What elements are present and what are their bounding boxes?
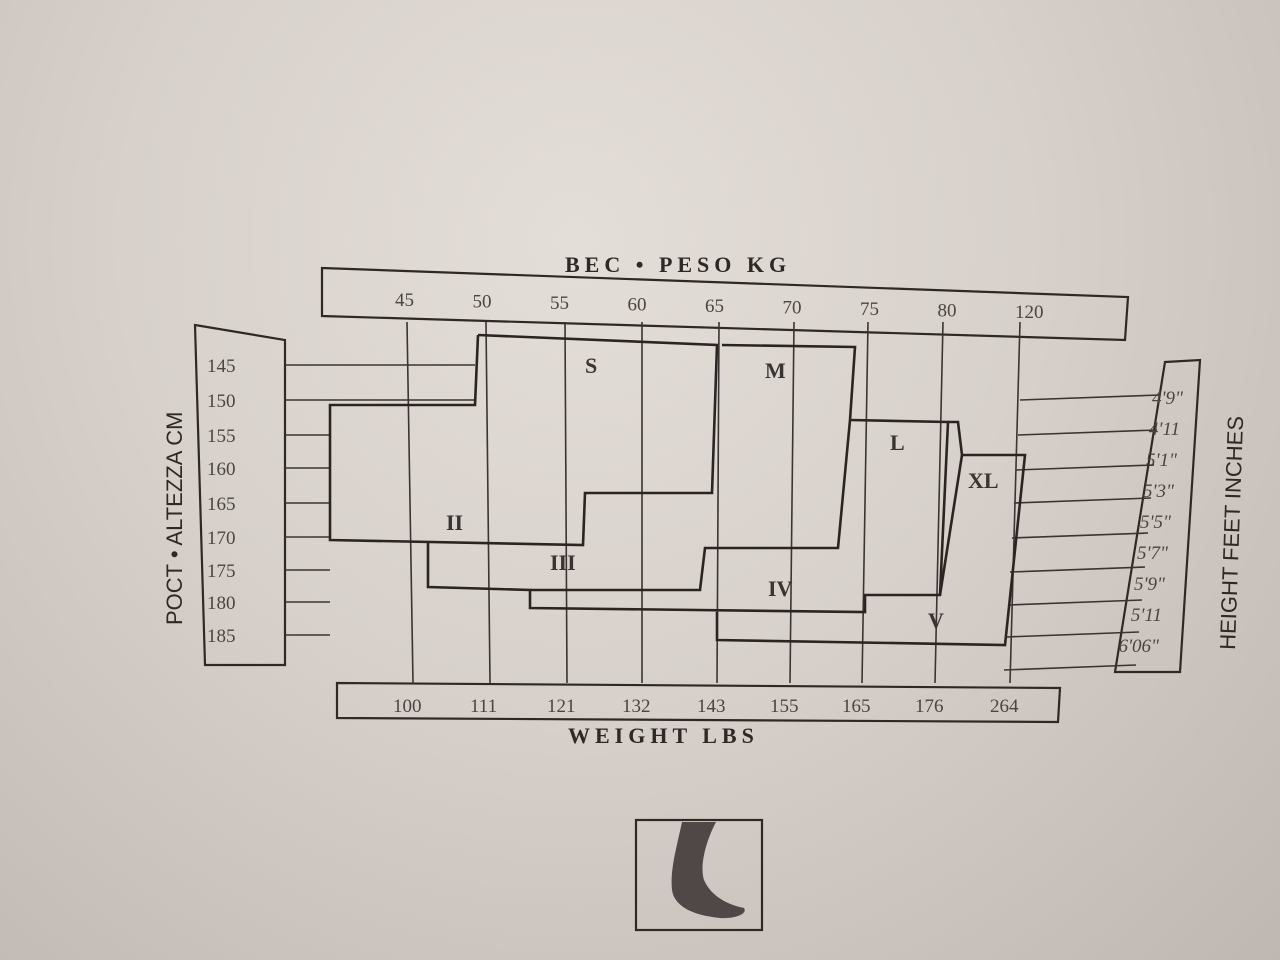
top-axis-box (320, 266, 1130, 342)
grid-row-right (1019, 394, 1161, 401)
grid-column (789, 321, 795, 684)
bottom-tick-label: 121 (547, 696, 576, 717)
top-tick-label: 75 (860, 299, 879, 320)
grid-row-right (1003, 664, 1137, 671)
leg-stocking-icon (634, 818, 764, 932)
top-tick-label: 60 (628, 295, 647, 316)
left-tick-label: 165 (207, 494, 236, 515)
left-tick-label: 175 (207, 561, 236, 582)
grid-column (485, 321, 491, 684)
left-axis-box (193, 323, 287, 667)
right-tick-label: 6'06" (1118, 636, 1160, 657)
right-tick-label: 5'3" (1143, 481, 1175, 502)
size-label-ii: II (446, 510, 463, 535)
top-tick-label: 55 (550, 293, 569, 314)
bottom-tick-label: 143 (697, 696, 726, 717)
size-label-l: L (890, 430, 905, 455)
bottom-tick-label: 132 (622, 696, 651, 717)
grid-column (1009, 321, 1021, 684)
bottom-tick-label: 111 (470, 696, 497, 717)
bottom-tick-label: 264 (990, 696, 1019, 717)
top-tick-label: 65 (705, 296, 724, 317)
right-tick-label: 5'1" (1146, 450, 1178, 471)
size-region-m (530, 343, 857, 592)
top-tick-label: 50 (473, 292, 492, 313)
grid-row-right (1013, 497, 1152, 504)
right-tick-label: 5'5" (1140, 512, 1172, 533)
grid-column (861, 321, 869, 684)
bottom-tick-label: 176 (915, 696, 944, 717)
left-tick-label: 150 (207, 391, 236, 412)
right-tick-label: 5'9" (1134, 574, 1166, 595)
size-region-s-ii (328, 333, 719, 547)
right-tick-label: 5'11 (1131, 605, 1162, 626)
left-tick-label: 145 (207, 356, 236, 377)
grid-row-right (1007, 599, 1143, 606)
size-label-s: S (585, 353, 597, 378)
size-label-v: V (928, 608, 944, 633)
size-label-m: M (765, 358, 786, 383)
top-tick-label: 70 (783, 298, 802, 319)
grid-lines (285, 321, 1161, 684)
right-tick-label: 4'9" (1152, 388, 1184, 409)
left-tick-label: 170 (207, 528, 236, 549)
left-tick-label: 155 (207, 426, 236, 447)
left-axis-title: POCT • ALTEZZA CM (162, 412, 187, 625)
size-label-iii: III (550, 550, 576, 575)
size-region-xl-edge (938, 454, 964, 596)
grid-row-right (1005, 631, 1140, 638)
bottom-tick-label: 100 (393, 696, 422, 717)
left-tick-label: 180 (207, 593, 236, 614)
bottom-tick-label: 155 (770, 696, 799, 717)
grid-row-right (1009, 566, 1146, 573)
right-axis-box (1113, 358, 1202, 674)
bottom-axis-box (335, 681, 1062, 724)
size-region-iii (426, 418, 950, 614)
right-tick-label: 4'11 (1149, 419, 1180, 440)
top-tick-label: 80 (938, 301, 957, 322)
top-tick-label: 120 (1015, 302, 1044, 323)
size-label-xl: XL (968, 468, 999, 493)
grid-column (406, 321, 414, 684)
size-label-iv: IV (768, 576, 793, 601)
grid-column (934, 321, 944, 684)
left-tick-label: 185 (207, 626, 236, 647)
bottom-tick-label: 165 (842, 696, 871, 717)
grid-row-right (1011, 532, 1149, 539)
top-tick-label: 45 (395, 290, 414, 311)
top-axis-title: BEC • PESO KG (565, 252, 791, 277)
bottom-axis-title: WEIGHT LBS (568, 723, 759, 748)
right-axis-title: HEIGHT FEET INCHES (1215, 416, 1248, 651)
right-tick-label: 5'7" (1137, 543, 1169, 564)
grid-column (564, 321, 568, 684)
size-region-v (715, 420, 1027, 647)
grid-row-right (1017, 429, 1158, 436)
left-tick-label: 160 (207, 459, 236, 480)
grid-row-right (1015, 464, 1155, 471)
